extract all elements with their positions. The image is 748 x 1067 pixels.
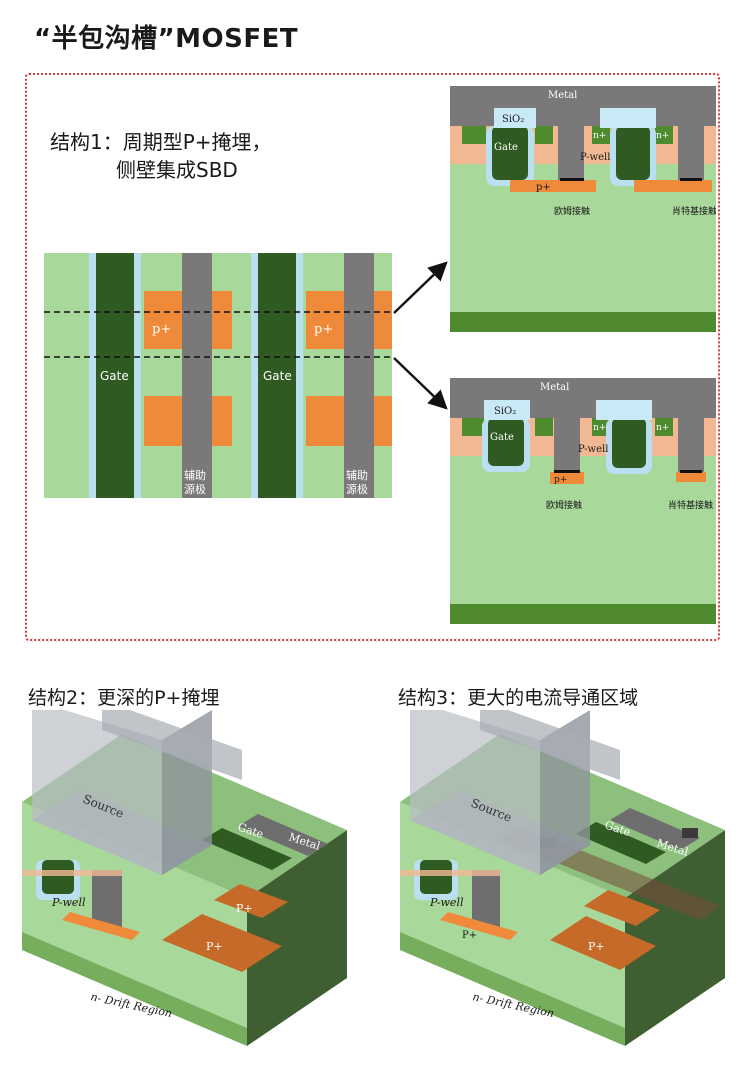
- ohmic-label: 欧姆接触: [554, 205, 590, 217]
- metal-label: Metal: [540, 382, 569, 393]
- sio2-label: SiO₂: [502, 114, 524, 125]
- gate-label: Gate: [100, 369, 129, 383]
- structure1-line1: 结构1：周期型P+掩埋，: [50, 130, 272, 154]
- nplus-label: n+: [656, 131, 669, 141]
- pwell-label: P-well: [578, 444, 608, 455]
- schottky-label: 肖特基接触: [672, 205, 716, 217]
- nplus-label: n+: [593, 423, 606, 433]
- structure1-line2: 侧壁集成SBD: [116, 158, 238, 182]
- nplus-label: n+: [593, 131, 606, 141]
- aux-source-strip: [182, 253, 212, 498]
- gate-strip: [96, 253, 134, 498]
- pwell-label: P-well: [580, 152, 610, 163]
- arrows: [393, 261, 448, 410]
- aux-label: 辅助: [346, 468, 368, 482]
- gate-label: Gate: [490, 432, 514, 443]
- cross-section-1: Metal SiO₂ Gate n+ n+ P-well p+ 欧姆接触 肖特基…: [450, 86, 716, 332]
- pplus-label: p+: [314, 322, 333, 337]
- pplus-label: P+: [206, 940, 223, 953]
- sio2-label: SiO₂: [494, 406, 516, 417]
- gate-label: Gate: [494, 142, 518, 153]
- pplus-label: P+: [462, 930, 477, 941]
- pplus-label: p+: [152, 322, 171, 337]
- pplus-label: p+: [554, 475, 567, 485]
- schottky-label: 肖特基接触: [668, 499, 713, 511]
- page-title: “半包沟槽”MOSFET: [34, 24, 299, 54]
- pwell-label: P-well: [51, 896, 86, 909]
- aux-label: 源极: [346, 482, 368, 496]
- iso-structure-3: Source Gate Metal P-well P+ P+ n- Drift …: [400, 710, 725, 1046]
- aux-source-strip: [344, 253, 374, 498]
- pplus-label: p+: [536, 182, 551, 193]
- pplus-label: P+: [588, 940, 605, 953]
- nplus-label: n+: [656, 423, 669, 433]
- gate-label: Gate: [263, 369, 292, 383]
- gate-strip: [258, 253, 296, 498]
- pwell-label: P-well: [429, 896, 464, 909]
- structure1-frame: [25, 73, 720, 641]
- arrow-down-icon: [393, 357, 448, 410]
- structure2-caption: 结构2：更深的P+掩埋: [28, 687, 220, 709]
- structure3-caption: 结构3：更大的电流导通区域: [398, 687, 639, 709]
- metal-label: Metal: [548, 90, 577, 101]
- top-view-diagram: p+ p+ Gate Gate 辅助 源极 辅助 源极: [44, 253, 392, 498]
- ohmic-label: 欧姆接触: [546, 499, 582, 511]
- structure1-caption: 结构1：周期型P+掩埋， 侧壁集成SBD: [50, 128, 272, 184]
- pplus-label: P+: [236, 902, 253, 915]
- iso-structure-2: Source Gate Metal P-well P+ P+ n- Drift …: [22, 710, 347, 1046]
- arrow-up-icon: [393, 261, 448, 314]
- cross-section-2: Metal SiO₂ Gate n+ n+ P-well p+ 欧姆接触 肖特基…: [450, 378, 716, 624]
- aux-label: 源极: [184, 482, 206, 496]
- aux-label: 辅助: [184, 468, 206, 482]
